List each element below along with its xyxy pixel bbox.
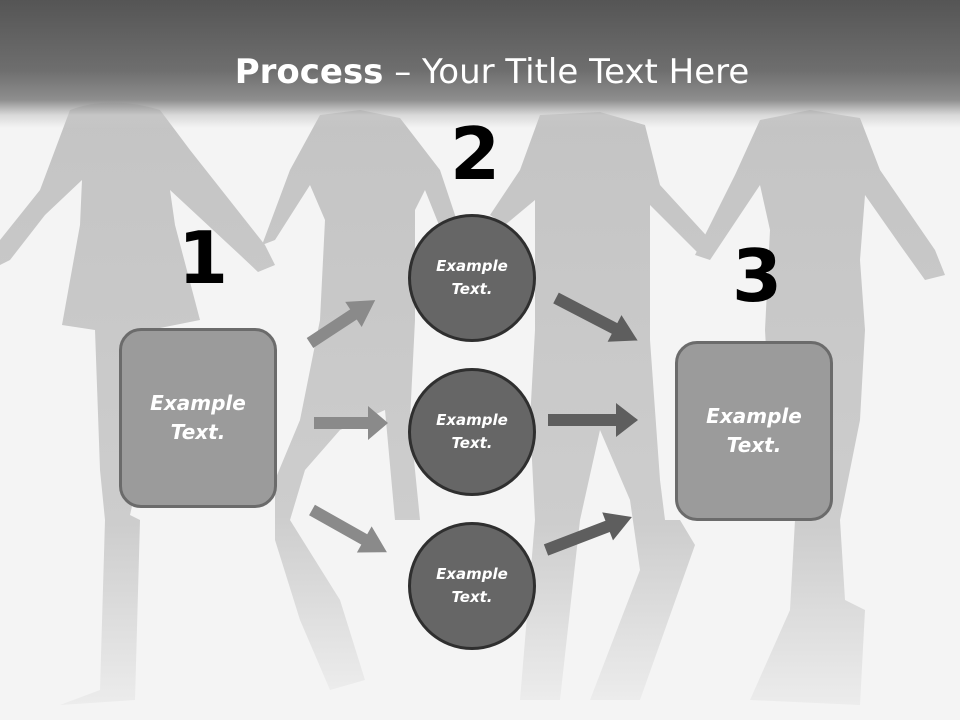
step-3-box: Example Text. xyxy=(675,341,833,521)
title-rest: – Your Title Text Here xyxy=(383,52,750,92)
step-number-3: 3 xyxy=(732,234,783,318)
step-number-2: 2 xyxy=(450,112,501,196)
step-1-box-text: Example Text. xyxy=(150,391,246,444)
step-3-box-text: Example Text. xyxy=(706,404,802,457)
step-1-box: Example Text. xyxy=(119,328,277,508)
process-circle-2-text: Example Text. xyxy=(436,411,508,452)
silhouette-figure-2 xyxy=(262,110,460,690)
process-circle-2: Example Text. xyxy=(408,368,536,496)
step-number-1: 1 xyxy=(178,216,229,300)
process-circle-1: Example Text. xyxy=(408,214,536,342)
process-circle-3: Example Text. xyxy=(408,522,536,650)
title-bold: Process xyxy=(234,52,384,92)
slide-title: Process – Your Title Text Here xyxy=(0,52,960,92)
header-bar xyxy=(0,0,960,128)
process-circle-1-text: Example Text. xyxy=(436,257,508,298)
process-circle-3-text: Example Text. xyxy=(436,565,508,606)
